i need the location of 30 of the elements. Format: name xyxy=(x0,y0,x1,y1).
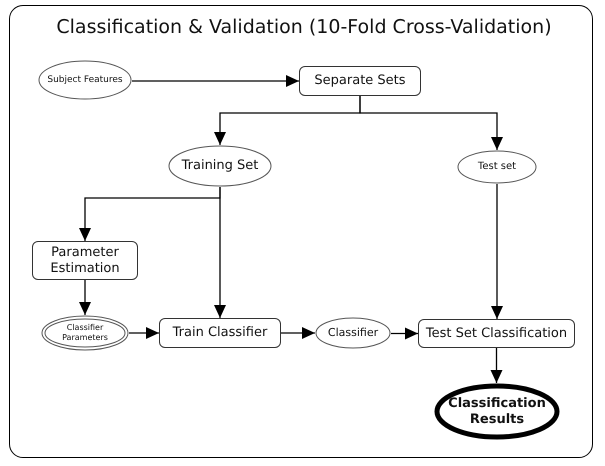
arrow xyxy=(491,184,503,319)
node-label: Test Set Classification xyxy=(426,326,568,342)
arrow xyxy=(129,327,159,339)
arrow xyxy=(391,328,418,340)
node-label: Train Classifier xyxy=(172,325,268,341)
node-label: Classification Results xyxy=(447,396,547,428)
arrow xyxy=(79,280,91,315)
arrow xyxy=(214,187,226,318)
parameter-ellipse xyxy=(41,315,129,351)
node-label: Training Set xyxy=(182,158,258,174)
arrow xyxy=(281,327,315,339)
data-ellipse xyxy=(168,145,272,187)
arrow xyxy=(490,348,502,383)
node-label: Test set xyxy=(478,161,516,173)
node-label: Classifier Parameters xyxy=(61,323,109,343)
arrow xyxy=(132,75,299,87)
diagram-title: Classification & Validation (10-Fold Cross-Validation) xyxy=(55,16,553,38)
node-label: Parameter Estimation xyxy=(49,244,121,276)
node-label: Classifier xyxy=(328,326,378,340)
node-label: Subject Features xyxy=(47,74,123,86)
process-box xyxy=(299,66,421,96)
process-box xyxy=(159,318,281,348)
model-ellipse xyxy=(315,317,391,349)
data-ellipse xyxy=(457,150,537,184)
input-ellipse xyxy=(38,60,132,100)
node-label: Separate Sets xyxy=(314,73,406,89)
result-ellipse xyxy=(434,383,560,440)
process-box xyxy=(32,241,138,280)
arrow xyxy=(359,96,503,150)
process-box xyxy=(418,319,575,348)
